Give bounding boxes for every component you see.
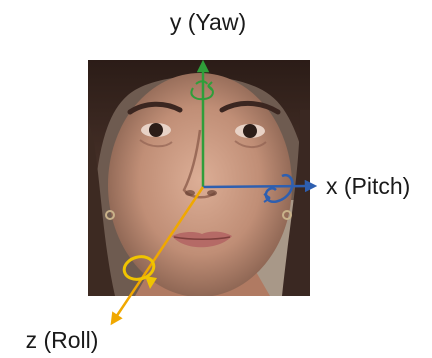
- roll-rotation-icon: [122, 255, 157, 289]
- yaw-rotation-icon: [190, 80, 214, 101]
- x-axis-label: x (Pitch): [326, 173, 410, 199]
- pitch-rotation-icon: [263, 173, 294, 204]
- z-axis-label: z (Roll): [26, 327, 99, 353]
- z-axis: [110, 186, 205, 326]
- y-axis-label: y (Yaw): [170, 9, 246, 35]
- x-axis: [202, 179, 318, 193]
